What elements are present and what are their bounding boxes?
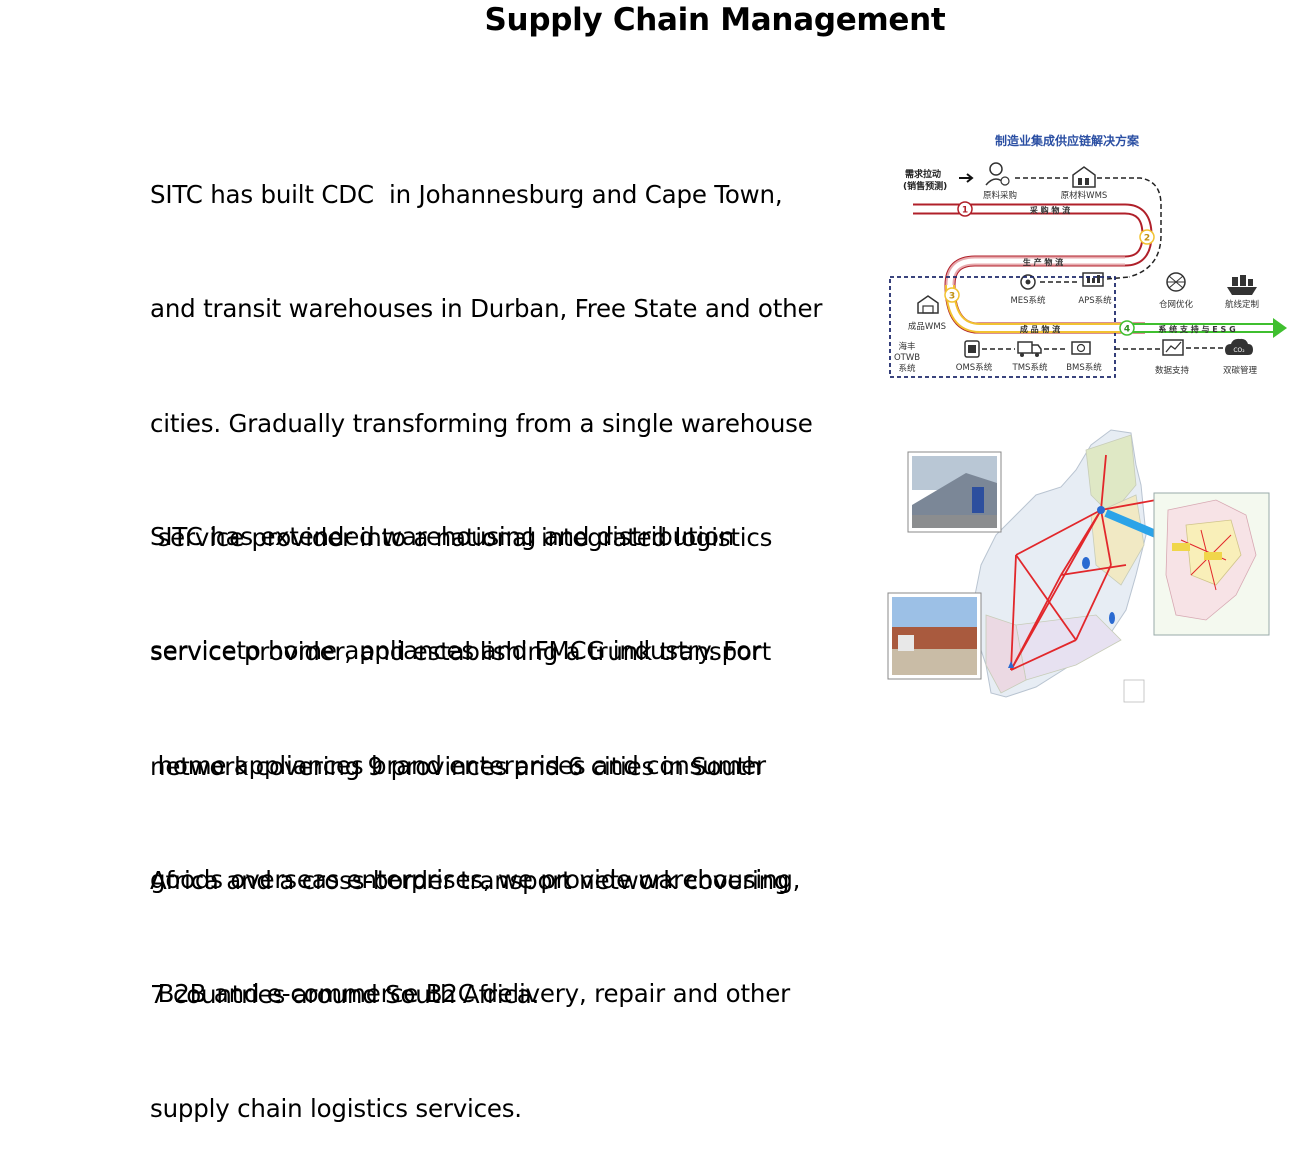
esg-arrow-head (1273, 318, 1287, 338)
data-support-label: 数据支持 (1155, 365, 1190, 376)
cross-border-inset-map (1153, 492, 1270, 636)
step1-number: 1 (962, 206, 968, 216)
dual-carbon-label: 双碳管理 (1223, 365, 1258, 376)
mes-label: MES系统 (1010, 295, 1046, 306)
step4-number: 4 (1124, 325, 1130, 335)
province-east (1090, 494, 1145, 586)
map-legend (1123, 679, 1145, 703)
dashed-link (1106, 276, 1130, 280)
billing-icon (1071, 341, 1091, 355)
step3-number: 3 (949, 292, 955, 302)
production-flow-inner (947, 258, 1125, 286)
hub-cape-town (1008, 661, 1014, 668)
oms-label: OMS系统 (956, 362, 993, 373)
procurement-icon (985, 162, 1010, 186)
flow4-label: 系 统 支 持 与 E S G (1158, 324, 1235, 334)
cross-border-connector (1104, 509, 1160, 539)
warehouse-photo-1 (907, 451, 1002, 533)
supply-chain-diagram: 制造业集成供应链解决方案 需求拉动 (销售预测) 原料采购 原材料WMS 采 购… (889, 133, 1287, 378)
step3-badge (944, 287, 960, 303)
step2-badge (1139, 229, 1155, 245)
warehouse-icon (1072, 166, 1096, 188)
lesotho-marker (1082, 557, 1090, 569)
text-line: goods overseas enterprises, we provide w… (150, 865, 801, 895)
diagram-title: 制造业集成供应链解决方案 (995, 133, 1140, 148)
otwb-label-1: 海丰 (898, 341, 916, 352)
oms-icon (964, 340, 980, 358)
flow2-label: 生 产 物 流 (1023, 257, 1063, 267)
co2-text: CO₂ (1233, 347, 1245, 354)
text-line: B2B and e-commerce B2C delivery, repair … (150, 979, 791, 1009)
text-line: serviceto home appliances and FMCG indus… (150, 636, 761, 666)
province-south (1015, 614, 1122, 681)
text-line: service provider into a national integra… (150, 523, 773, 553)
text-line: network covering 9 provinces and 6 citie… (150, 751, 762, 781)
mes-icon (1020, 274, 1036, 290)
text-line: cities. Gradually transforming from a si… (150, 408, 813, 438)
raw-wms-label: 原材料WMS (1061, 190, 1108, 201)
province-southwest (985, 614, 1027, 694)
aps-label: APS系统 (1078, 295, 1112, 306)
network-opt-label: 仓网优化 (1159, 299, 1194, 310)
procurement-flow-band (913, 203, 1153, 334)
step4-badge (1119, 320, 1135, 336)
dashed-connector (1097, 177, 1162, 278)
province-north (1085, 434, 1137, 516)
aps-icon (1082, 272, 1104, 287)
warehouse-photo-2 (887, 592, 982, 680)
finished-flow-band (945, 284, 1125, 333)
paragraph-services: SITC has extended warehousing and distri… (150, 442, 870, 1166)
text-line: supply chain logistics services. (150, 1093, 522, 1123)
south-africa-network-map (887, 429, 1270, 703)
data-chart-icon (1162, 339, 1184, 356)
text-line: home appliances brand enterprises and co… (150, 750, 766, 780)
finished-flow-inner (947, 284, 1125, 331)
finished-wms-label: 成品WMS (908, 321, 946, 332)
step2-number: 2 (1144, 234, 1150, 244)
text-line: SITC has built CDC in Johannesburg and C… (150, 180, 783, 210)
demand-label-2: (销售预测) (903, 180, 947, 192)
text-line: SITC has extended warehousing and distri… (150, 522, 735, 552)
cloud-co2-icon: CO₂ (1225, 338, 1253, 355)
otwb-label-3: 系统 (898, 363, 916, 374)
route-custom-label: 航线定制 (1225, 299, 1259, 310)
procurement-flow-inner (913, 205, 1151, 265)
flow1-label: 采 购 物 流 (1029, 205, 1070, 215)
procurement-label: 原料采购 (983, 190, 1017, 201)
hub-johannesburg (1097, 506, 1105, 514)
bms-label: BMS系统 (1066, 362, 1102, 373)
step1-badge (957, 201, 973, 217)
transport-routes (1010, 454, 1157, 671)
truck-icon (1017, 341, 1042, 357)
finished-warehouse-icon (917, 295, 939, 314)
demand-label-1: 需求拉动 (905, 168, 941, 180)
text-line: service provider, and establishing a tru… (150, 637, 771, 667)
ship-icon (1227, 275, 1257, 295)
arrow-right-icon (959, 173, 974, 183)
page-title: Supply Chain Management (484, 2, 946, 38)
text-line: and transit warehouses in Durban, Free S… (150, 294, 823, 324)
network-icon (1166, 272, 1186, 292)
tms-label: TMS系统 (1012, 362, 1048, 373)
coastal-marker (1109, 612, 1115, 624)
flow3-label: 成 品 物 流 (1020, 324, 1060, 334)
otwb-label-2: OTWB (894, 353, 920, 363)
